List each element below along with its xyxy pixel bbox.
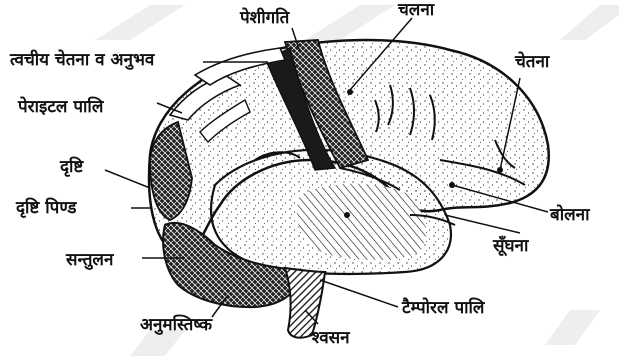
label-skin-sense: त्वचीय चेतना व अनुभव [10, 50, 154, 70]
label-cerebellum: अनुमस्तिष्क [140, 315, 212, 335]
label-thought: चलना [398, 0, 434, 20]
label-vision: दृष्टि [60, 157, 83, 177]
temporal-hatched-region [297, 184, 425, 260]
label-balance: सन्तुलन [66, 250, 113, 270]
label-motor: पेशीगति [240, 8, 289, 28]
label-speech: बोलना [550, 205, 589, 225]
label-temporal-lobe: टैम्पोरल पालि [402, 298, 484, 318]
label-breathing: श्वसन [312, 328, 350, 348]
label-parietal-lobe: पेराइटल पालि [18, 97, 103, 117]
label-consciousness: चेतना [515, 52, 549, 72]
label-visual-body: दृष्टि पिण्ड [16, 198, 77, 218]
label-smell: सूँघना [493, 236, 528, 256]
